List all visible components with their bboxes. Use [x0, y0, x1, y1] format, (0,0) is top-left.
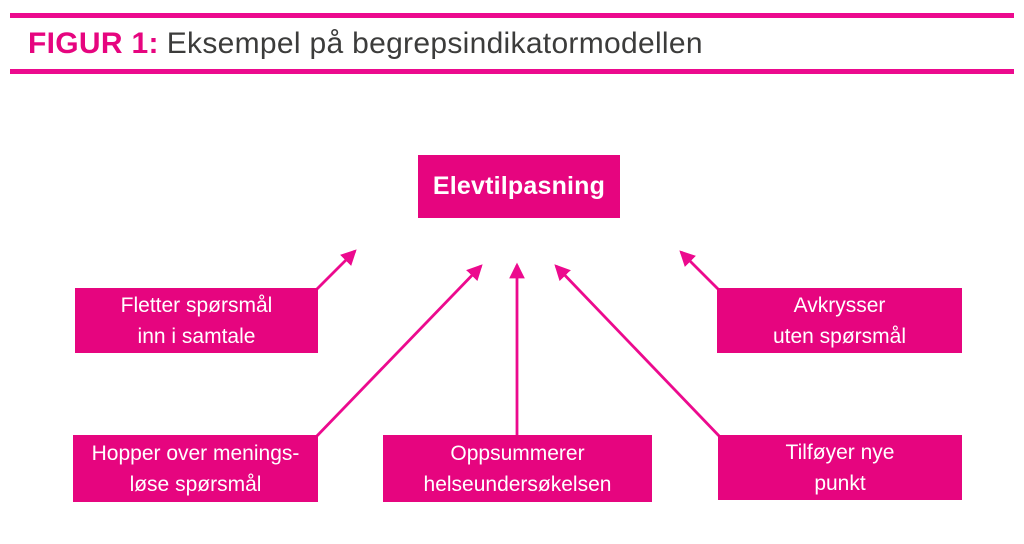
- figure-label: FIGUR 1:: [28, 27, 159, 60]
- node-label-line: Oppsummerer: [450, 441, 585, 465]
- node-elevtilpasning: Elevtilpasning: [418, 155, 620, 218]
- node-fletter-sporsmal: Fletter spørsmål inn i samtale: [75, 288, 318, 353]
- header-rule-bottom: [10, 69, 1014, 74]
- node-label-line: punkt: [814, 471, 866, 495]
- arrow-fletter-to-center: [311, 249, 357, 295]
- node-label-line: løse spørsmål: [129, 472, 262, 496]
- node-oppsummerer: Oppsummerer helseundersøkelsen: [383, 435, 652, 502]
- arrow-hopper-to-center: [312, 264, 483, 440]
- node-hopper-over: Hopper over menings- løse spørsmål: [73, 435, 318, 502]
- node-label-line: uten spørsmål: [772, 324, 907, 348]
- node-label-line: Avkrysser: [793, 293, 886, 317]
- node-avkrysser: Avkrysser uten spørsmål: [717, 288, 962, 353]
- figure-heading: FIGUR 1:Eksempel på begrepsindikatormode…: [28, 24, 703, 64]
- arrow-tilfoyer-to-center: [554, 264, 724, 440]
- node-tilfoyer-nye-punkt: Tilføyer nye punkt: [718, 435, 962, 500]
- node-elevtilpasning-label: Elevtilpasning: [432, 172, 606, 200]
- node-label-line: Hopper over menings-: [91, 441, 300, 465]
- node-label-line: Tilføyer nye: [785, 440, 895, 464]
- node-label-line: Fletter spørsmål: [120, 293, 273, 317]
- node-label-line: helseundersøkelsen: [423, 472, 612, 496]
- arrow-avkrysser-to-center: [679, 250, 723, 294]
- figure-title-text: Eksempel på begrepsindikatormodellen: [166, 27, 703, 60]
- node-label-line: inn i samtale: [137, 324, 256, 348]
- header-rule-top: [10, 13, 1014, 18]
